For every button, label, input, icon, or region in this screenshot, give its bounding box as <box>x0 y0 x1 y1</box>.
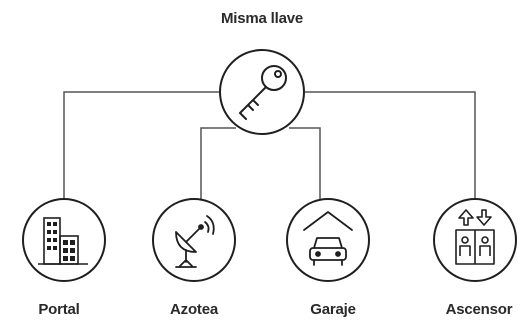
node-label-portal: Portal <box>38 301 80 318</box>
up-arrow-icon <box>458 209 474 226</box>
elevator-icon <box>455 209 495 265</box>
down-arrow-icon <box>476 209 492 226</box>
connector-middle <box>200 127 321 200</box>
node-label-azotea: Azotea <box>170 301 218 318</box>
garage-car-icon <box>303 211 353 266</box>
node-label-garaje: Garaje <box>310 301 356 318</box>
satellite-dish-icon <box>175 215 215 268</box>
connector-lines <box>63 91 476 206</box>
node-garaje <box>286 198 370 282</box>
node-ascensor <box>433 198 517 282</box>
connector-left <box>63 91 220 206</box>
diagram-title: Misma llave <box>220 10 304 27</box>
node-label-ascensor: Ascensor <box>445 301 513 318</box>
connector-right <box>305 91 476 206</box>
root-node <box>219 49 305 135</box>
building-icon <box>38 217 88 265</box>
node-portal <box>22 198 106 282</box>
node-azotea <box>152 198 236 282</box>
key-icon <box>239 65 287 120</box>
